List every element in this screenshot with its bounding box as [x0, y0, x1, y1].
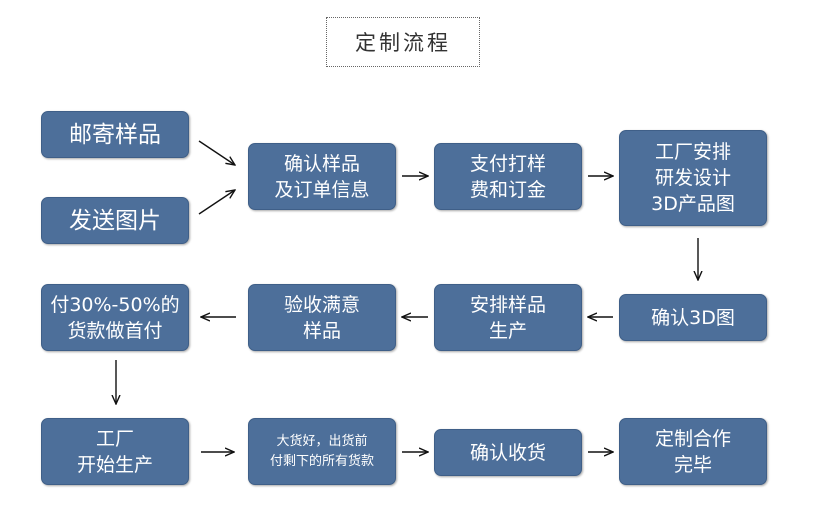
- step-inspect-samples: 验收满意 样品: [248, 284, 396, 351]
- page-title: 定制流程: [326, 17, 480, 67]
- step-cooperation-complete: 定制合作 完毕: [619, 418, 767, 485]
- step-send-pictures: 发送图片: [41, 197, 189, 244]
- step-pay-balance: 大货好，出货前 付剩下的所有货款: [248, 418, 396, 485]
- step-pay-sample-fee-deposit: 支付打样 费和订金: [434, 143, 582, 210]
- arrow-mail-to-confirm: [198, 140, 235, 165]
- step-start-production: 工厂 开始生产: [41, 418, 189, 485]
- step-factory-rd-design: 工厂安排 研发设计 3D产品图: [619, 130, 767, 226]
- step-arrange-sample-production: 安排样品 生产: [434, 284, 582, 351]
- step-confirm-samples-order: 确认样品 及订单信息: [248, 143, 396, 210]
- step-mail-samples: 邮寄样品: [41, 111, 189, 158]
- arrow-pictures-to-confirm: [198, 190, 235, 215]
- step-confirm-3d: 确认3D图: [619, 294, 767, 341]
- step-pay-down-payment: 付30%-50%的 货款做首付: [41, 284, 189, 351]
- step-confirm-receipt: 确认收货: [434, 429, 582, 476]
